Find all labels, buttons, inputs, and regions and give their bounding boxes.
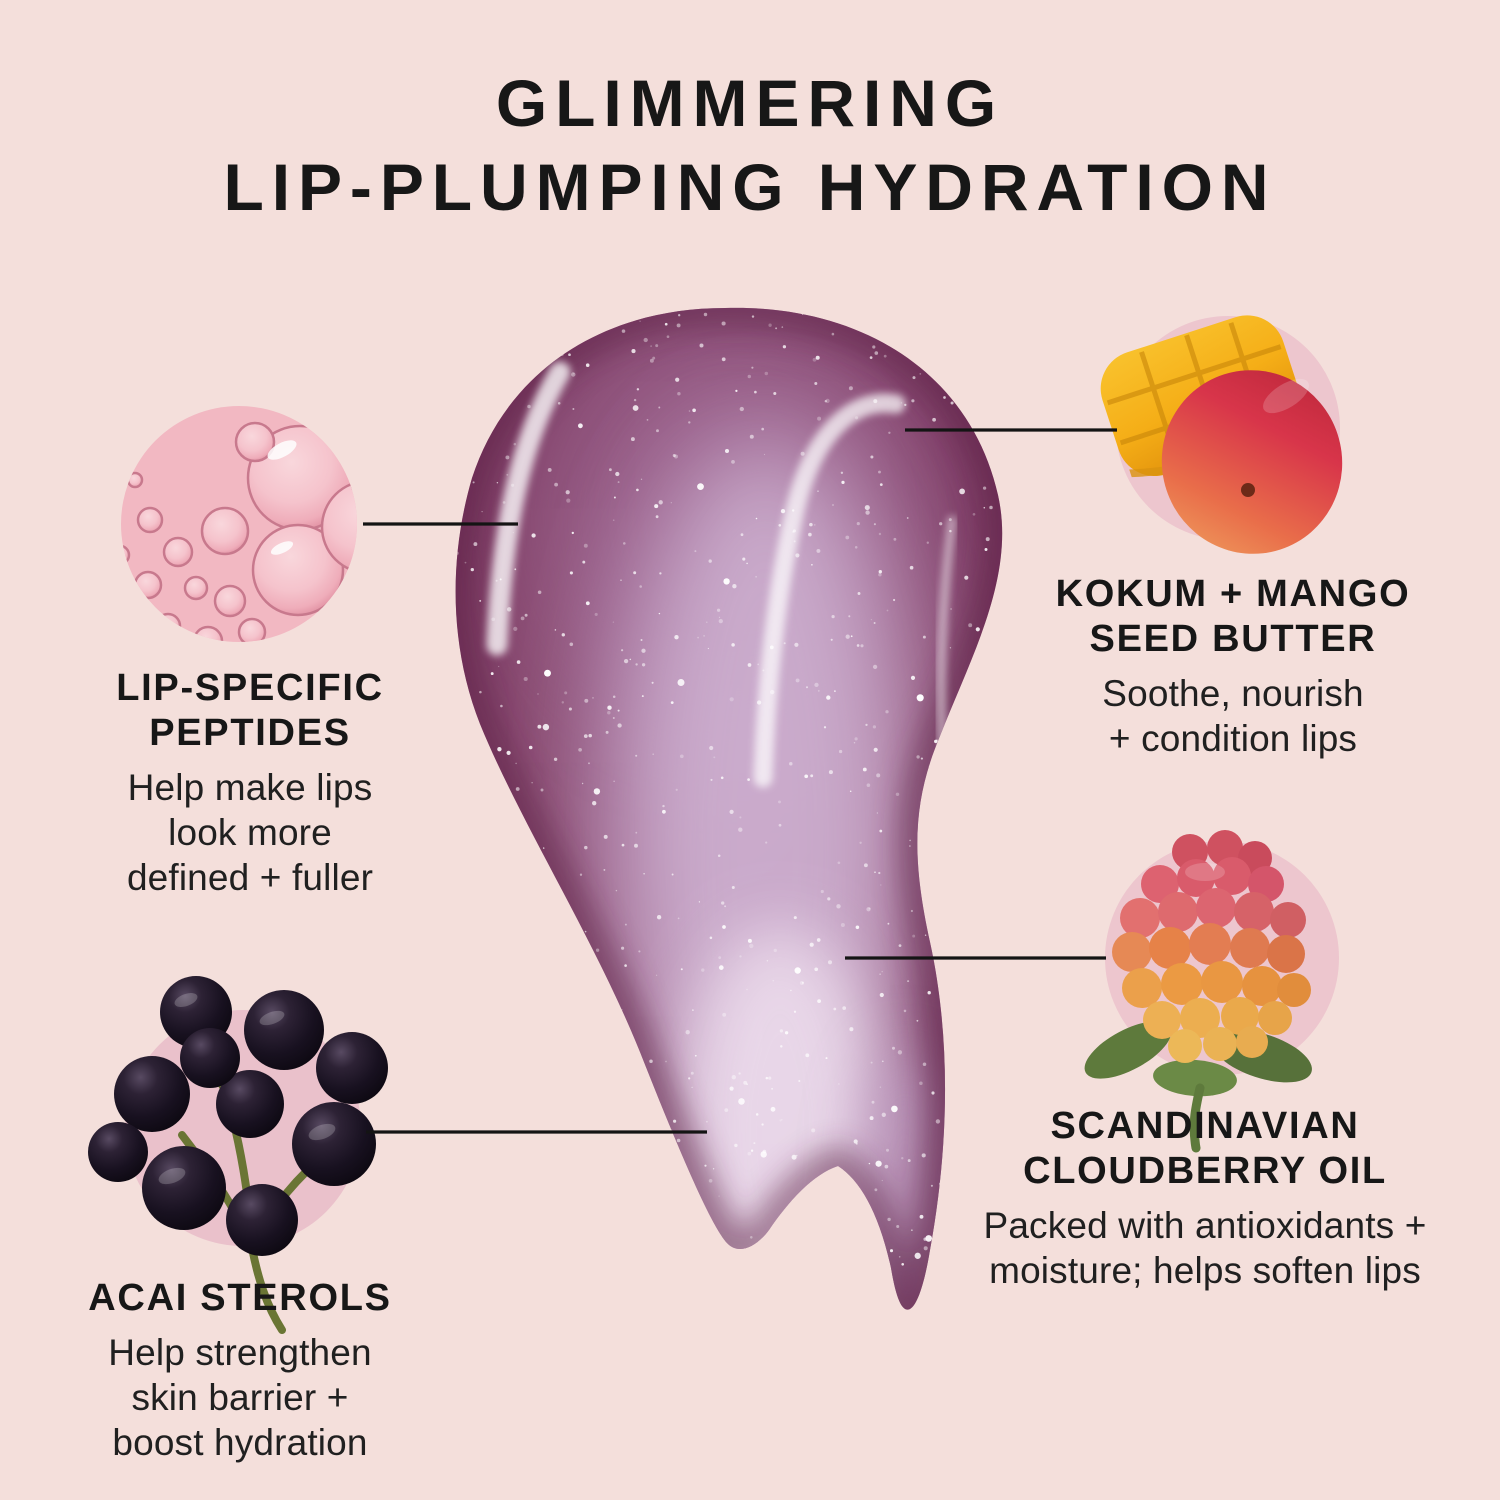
cloudberry-drupelets — [1112, 830, 1311, 1063]
ingredient-label-acai: ACAI STEROLS Help strengthen skin barrie… — [20, 1276, 460, 1465]
title-line-2: LIP-PLUMPING HYDRATION — [223, 149, 1277, 224]
ingredient-label-kokum-mango: KOKUM + MANGO SEED BUTTER Soothe, nouris… — [1003, 572, 1463, 761]
product-swatch — [455, 307, 1003, 1310]
acai-berries-image — [88, 976, 388, 1334]
ingredient-name: SCANDINAVIAN CLOUDBERRY OIL — [1023, 1105, 1387, 1192]
whole-mango — [1161, 370, 1343, 554]
ingredient-desc: Help make lips look more defined + fulle… — [126, 766, 374, 898]
cloudberry-image — [1084, 830, 1339, 1153]
gloss-highlight-left — [486, 361, 571, 656]
oil-bubbles-image — [121, 406, 357, 642]
ingredient-name: KOKUM + MANGO SEED BUTTER — [1055, 573, 1411, 660]
page-title: GLIMMERING LIP-PLUMPING HYDRATION — [0, 62, 1500, 230]
mango-fruits-image — [1100, 315, 1343, 554]
ingredient-desc: Help strengthen skin barrier + boost hyd… — [108, 1331, 372, 1464]
ingredient-name: ACAI STEROLS — [88, 1277, 392, 1319]
ingredient-name: LIP-SPECIFIC PEPTIDES — [116, 667, 384, 754]
ingredient-label-cloudberry: SCANDINAVIAN CLOUDBERRY OIL Packed with … — [955, 1104, 1455, 1293]
ingredient-desc: Packed with antioxidants + moisture; hel… — [983, 1204, 1427, 1291]
ingredient-desc: Soothe, nourish + condition lips — [1102, 672, 1364, 759]
ingredient-label-peptides: LIP-SPECIFIC PEPTIDES Help make lips loo… — [30, 666, 470, 900]
gloss-highlight-right — [753, 393, 906, 788]
title-line-1: GLIMMERING — [495, 66, 1005, 140]
